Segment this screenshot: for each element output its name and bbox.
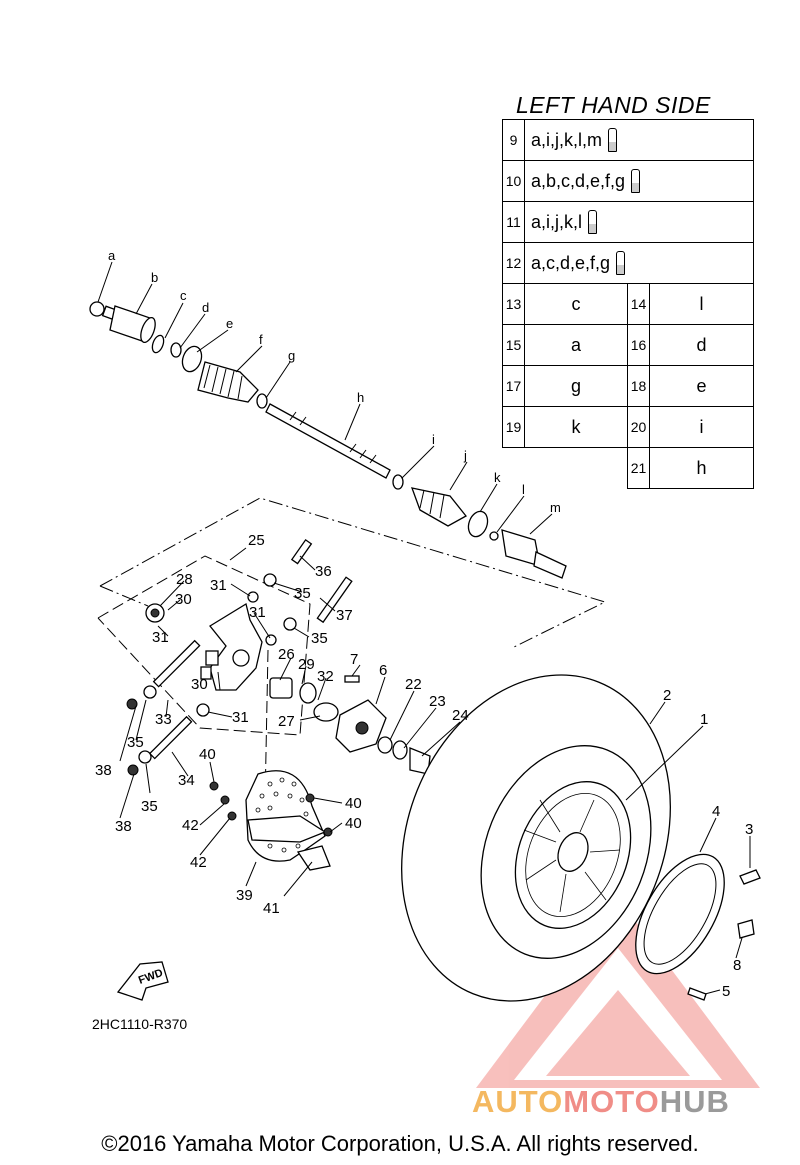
pair-number: 13 [502,283,525,325]
pair-number: 18 [627,365,650,407]
pair-letter: g [524,365,628,407]
grease-tube-icon [631,169,641,193]
letter-c: c [180,288,187,303]
pair-number: 14 [627,283,650,325]
part-label: 40 [345,815,362,832]
part-label: 40 [199,746,216,763]
letter-i: i [432,432,435,447]
letter-m: m [550,500,561,515]
part-label: 35 [294,585,311,602]
part-label: 31 [249,604,266,621]
part-label: 39 [236,887,253,904]
part-label: 36 [315,563,332,580]
watermark-brand: AUTOMOTOHUB [472,1084,730,1120]
letter-j: j [463,448,467,463]
brand-part-moto: MOTO [563,1084,660,1119]
kit-parts: a,i,j,k,l,m [524,119,754,161]
letter-a: a [108,248,116,263]
assembly-outline [99,497,607,649]
part-label: 23 [429,693,446,710]
part-label: 42 [190,854,207,871]
letter-k: k [494,470,501,485]
part-label: 8 [733,957,741,974]
part-label: 7 [350,651,358,668]
part-label: 24 [452,707,469,724]
kit-number: 9 [502,119,525,161]
pair-number: 17 [502,365,525,407]
part-label: 30 [175,591,192,608]
letter-e: e [226,316,233,331]
kit-number: 10 [502,160,525,202]
part-label: 31 [152,629,169,646]
pair-letter: i [649,406,754,448]
legend-title: LEFT HAND SIDE [516,92,711,118]
pair-number: 20 [627,406,650,448]
pair-letter: k [524,406,628,448]
pair-letter: c [524,283,628,325]
part-label: 34 [178,772,195,789]
brand-part-auto: AUTO [472,1084,564,1119]
grease-tube-icon [616,251,626,275]
part-label: 27 [278,713,295,730]
brand-part-hub: HUB [659,1084,730,1119]
pair-letter: h [649,447,754,489]
part-label: 35 [141,798,158,815]
part-label: 4 [712,803,720,820]
part-label: 22 [405,676,422,693]
kit-number: 12 [502,242,525,284]
letter-f: f [259,332,263,347]
part-label: 30 [191,676,208,693]
drive-shaft-assembly [89,301,567,579]
part-label: 31 [210,577,227,594]
part-label: 40 [345,795,362,812]
knuckle-group-box [97,555,311,736]
pair-number: 15 [502,324,525,366]
part-label: 3 [745,821,753,838]
pair-letter: a [524,324,628,366]
letter-d: d [202,300,209,315]
drawing-code: 2HC1110-R370 [92,1016,188,1032]
part-label: 35 [311,630,328,647]
part-label: 1 [700,711,708,728]
part-label: 2 [663,687,671,704]
part-label: 6 [379,662,387,679]
part-label: 25 [248,532,265,549]
part-label: 29 [298,656,315,673]
letter-g: g [288,348,295,363]
part-label: 35 [127,734,144,751]
pair-number: 19 [502,406,525,448]
pair-letter: e [649,365,754,407]
part-label: 28 [176,571,193,588]
pair-letter: d [649,324,754,366]
fwd-arrow-icon: FWD [116,961,169,1001]
grease-tube-icon [588,210,598,234]
part-label: 42 [182,817,199,834]
part-label: 41 [263,900,280,917]
brake-disc [209,770,333,871]
part-label: 31 [232,709,249,726]
copyright-notice: ©2016 Yamaha Motor Corporation, U.S.A. A… [101,1131,699,1156]
kit-number: 11 [502,201,525,243]
pair-number: 16 [627,324,650,366]
part-label: 33 [155,711,172,728]
grease-tube-icon [608,128,618,152]
wheel-tire [401,674,761,1002]
watermark-triangle-icon [476,898,760,1088]
kit-parts: a,c,d,e,f,g [524,242,754,284]
letter-l: l [522,482,525,497]
part-label: 38 [95,762,112,779]
kit-parts: a,i,j,k,l [524,201,754,243]
pair-number: 21 [627,447,650,489]
kit-parts: a,b,c,d,e,f,g [524,160,754,202]
knuckle-assembly [126,538,431,776]
part-label: 37 [336,607,353,624]
pair-letter: l [649,283,754,325]
part-label: 32 [317,668,334,685]
letter-b: b [151,270,158,285]
part-label: 38 [115,818,132,835]
part-label: 26 [278,646,295,663]
letter-h: h [357,390,364,405]
part-label: 5 [722,983,730,1000]
